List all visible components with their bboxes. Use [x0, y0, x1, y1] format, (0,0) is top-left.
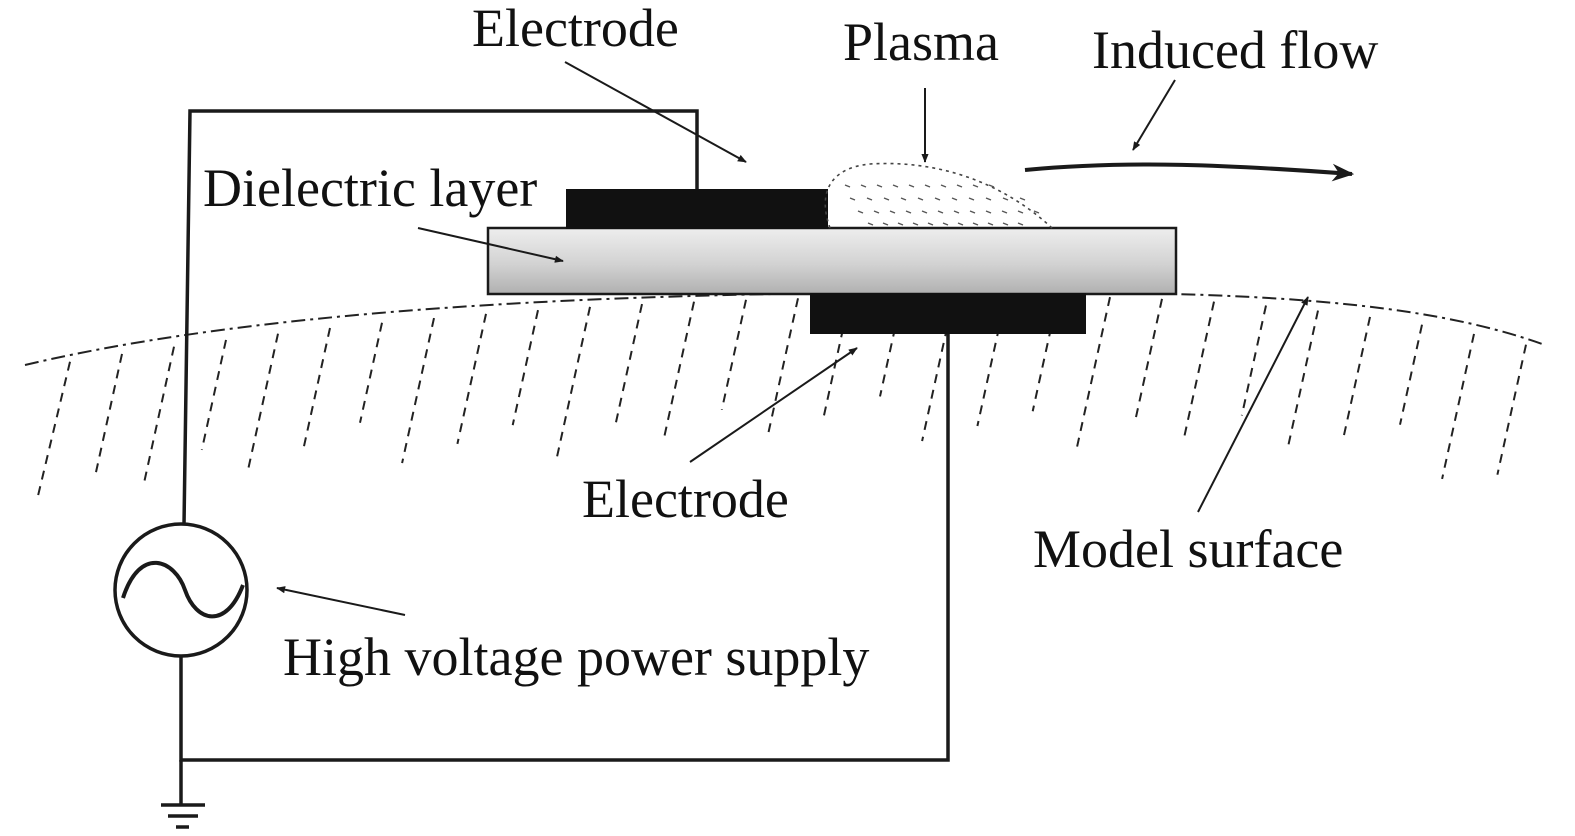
- plasma-dot: [844, 184, 851, 188]
- plasma-dot: [1002, 197, 1009, 201]
- hatch-line: [1399, 324, 1423, 425]
- plasma-dot: [985, 210, 992, 214]
- plasma-dot: [957, 222, 964, 226]
- plasma-dot: [921, 210, 928, 214]
- hatch-line: [1134, 298, 1163, 420]
- hatch-line: [1441, 333, 1475, 480]
- plasma-dot: [940, 184, 947, 188]
- plasma-dot: [1017, 222, 1024, 226]
- plasma-dot: [985, 197, 992, 201]
- plasma-dot: [1001, 210, 1008, 214]
- hatch-line: [200, 339, 227, 451]
- plasma-dot: [1017, 210, 1024, 214]
- plasma-dot: [917, 197, 924, 201]
- induced-flow-pointer: [1132, 79, 1176, 151]
- label-power-supply: High voltage power supply: [283, 627, 869, 687]
- plasma-dot: [956, 184, 963, 188]
- plasma-dot: [934, 197, 941, 201]
- hatch-line: [94, 353, 123, 475]
- plasma-dot: [1033, 210, 1040, 214]
- hatch-line: [456, 313, 487, 445]
- label-induced-flow: Induced flow: [1092, 20, 1378, 80]
- plasma-dot: [972, 222, 979, 226]
- electrode-bottom-pointer: [689, 347, 858, 463]
- electrode-top-pointer: [564, 61, 747, 163]
- hatch-line: [246, 333, 279, 474]
- plasma-dot: [889, 210, 896, 214]
- plasma-dot: [860, 184, 867, 188]
- dielectric-pointer: [417, 227, 564, 263]
- induced-flow-arrow: [1024, 162, 1355, 182]
- plasma-dot: [866, 197, 873, 201]
- ground-icon: [161, 803, 205, 829]
- hatch-line: [766, 298, 799, 439]
- plasma-dot: [953, 210, 960, 214]
- hatch-line: [614, 303, 643, 425]
- plasma-dot: [969, 210, 976, 214]
- plasma-dot: [883, 197, 890, 201]
- hatch-line: [511, 309, 539, 426]
- hatch-line: [1286, 310, 1319, 451]
- plasma-dot: [987, 222, 994, 226]
- plasma-dot: [905, 210, 912, 214]
- label-dielectric-layer: Dielectric layer: [203, 158, 537, 218]
- hatch-line: [301, 327, 331, 454]
- label-electrode-top: Electrode: [472, 0, 679, 58]
- plasma-dot: [876, 184, 883, 188]
- plasma-dot: [882, 222, 889, 226]
- plasma-dot: [892, 184, 899, 188]
- plasma-dot: [951, 197, 958, 201]
- hatch-line: [663, 301, 695, 437]
- model-surface-pointer: [1197, 296, 1309, 513]
- plasma-dot: [849, 197, 856, 201]
- model-surface-line: [24, 290, 1546, 366]
- plasma-dot: [968, 197, 975, 201]
- ac-source-icon: [113, 522, 249, 658]
- hatch-line: [36, 361, 71, 501]
- plasma-dot: [1002, 222, 1009, 226]
- hatch-line: [720, 299, 747, 411]
- hatch-line: [1183, 301, 1215, 437]
- plasma-dot: [927, 222, 934, 226]
- plasma-dot: [900, 197, 907, 201]
- plasma-dot: [1019, 197, 1026, 201]
- plasma-dots: [844, 184, 1040, 226]
- hatch-line: [143, 346, 175, 482]
- plasma-dot: [897, 222, 904, 226]
- plasma-dot: [867, 222, 874, 226]
- hatch-line: [1240, 305, 1267, 416]
- hatch-line: [1341, 316, 1371, 443]
- plasma-dot: [908, 184, 915, 188]
- label-model-surface: Model surface: [1033, 519, 1343, 579]
- bottom-electrode: [810, 293, 1086, 334]
- hatch-line: [556, 306, 591, 458]
- plasma-dot: [972, 184, 979, 188]
- hatch-line: [359, 322, 383, 423]
- plasma-dot: [942, 222, 949, 226]
- label-plasma: Plasma: [843, 12, 999, 72]
- top-electrode: [566, 189, 828, 229]
- plasma-dot: [857, 210, 864, 214]
- label-electrode-bottom: Electrode: [582, 469, 789, 529]
- plasma-region: [824, 162, 1053, 229]
- dielectric-layer: [486, 226, 1178, 296]
- plasma-dot: [912, 222, 919, 226]
- plasma-dot: [988, 184, 995, 188]
- plasma-dot: [873, 210, 880, 214]
- plasma-dot: [937, 210, 944, 214]
- circuit-wires: [179, 109, 950, 805]
- power-supply-pointer: [276, 586, 406, 616]
- plasma-dot: [924, 184, 931, 188]
- hatch-line: [401, 317, 435, 464]
- hatch-line: [1496, 344, 1527, 475]
